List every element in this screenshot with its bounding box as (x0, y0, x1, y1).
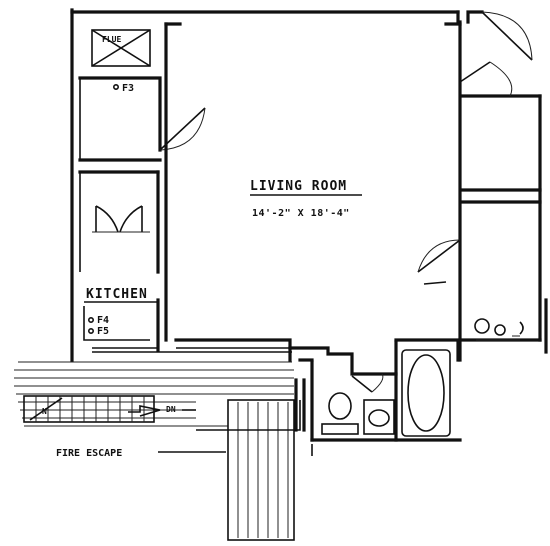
kitchen: KITCHEN F4 F5 (83, 287, 160, 352)
sink (363, 399, 395, 435)
living-room-label: LIVING ROOM (250, 179, 347, 194)
closet-double-door (78, 170, 160, 274)
kitchen-label: KITCHEN (86, 287, 148, 302)
dn-label: DN (166, 405, 176, 414)
fixture-dot-f4 (88, 316, 95, 323)
outer-walls (70, 8, 548, 362)
living-room-dimensions: 14'-2" X 18'-4" (252, 208, 350, 219)
fire-escape-label: FIRE ESCAPE (56, 448, 122, 459)
fixture-label-f3: F3 (122, 83, 134, 94)
flue-box: FLUE (91, 29, 151, 67)
fixture-dot-f3 (113, 84, 120, 91)
fixture-label-f5: F5 (97, 326, 109, 337)
stair-marker: N (42, 407, 47, 416)
flue-label: FLUE (102, 35, 121, 44)
fire-escape: N DN FIRE ESCAPE (14, 347, 301, 541)
closet-upper: F3 (78, 76, 206, 162)
fire-escape-drop (227, 399, 295, 541)
fixture-dot-f5 (88, 327, 95, 334)
living-room: LIVING ROOM 14'-2" X 18'-4" (164, 11, 533, 362)
lower-walls (294, 358, 314, 456)
fixture-label-f4: F4 (97, 315, 109, 326)
toilet (328, 392, 352, 420)
bathtub (401, 349, 451, 437)
bathroom (288, 318, 524, 442)
fixture-circle (474, 318, 490, 334)
